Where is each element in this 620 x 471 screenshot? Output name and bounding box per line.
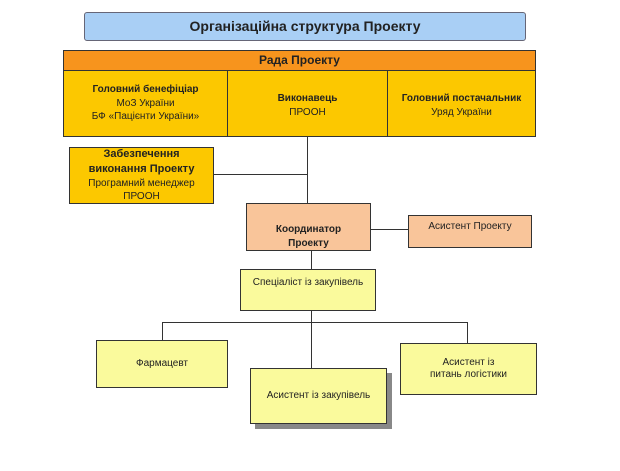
col-line: ПРООН [289, 106, 326, 118]
project-assistant-box: Асистент Проекту [408, 215, 532, 248]
connector [311, 311, 312, 368]
pharmacist-box: Фармацевт [96, 340, 228, 388]
col-heading: Виконавець [277, 93, 338, 104]
connector [162, 322, 468, 323]
col-line: БФ «Пацієнти України» [91, 111, 200, 123]
procurement-assistant-box: Асистент із закупівель [250, 368, 387, 424]
chart-title: Організаційна структура Проекту [84, 12, 526, 41]
coordinator-box: Координатор Проекту [246, 203, 371, 251]
col-heading: Головний бенефіціар [92, 84, 199, 96]
board-header: Рада Проекту [63, 50, 536, 71]
connector [307, 137, 308, 203]
logistics-assistant-box: Асистент із питань логістики [400, 343, 537, 395]
connector [371, 229, 408, 230]
project-assurance-box: Забезпечення виконання Проекту Програмни… [69, 147, 214, 204]
connector [467, 322, 468, 343]
connector [213, 174, 307, 175]
procurement-specialist-box: Спеціаліст із закупівель [240, 269, 376, 311]
col-line: Уряд України [431, 106, 492, 118]
assurance-line: ПРООН [123, 191, 160, 203]
connector [162, 322, 163, 340]
assurance-heading: Забезпечення виконання Проекту [88, 148, 195, 175]
connector [311, 251, 312, 269]
col-line: МоЗ України [116, 97, 175, 109]
board-supplier: Головний постачальник Уряд України [387, 70, 536, 137]
col-heading: Головний постачальник [401, 93, 522, 104]
board-beneficiary: Головний бенефіціар МоЗ України БФ «Паці… [63, 70, 228, 137]
assurance-line: Програмний менеджер [88, 177, 195, 189]
board-executive: Виконавець ПРООН [227, 70, 388, 137]
